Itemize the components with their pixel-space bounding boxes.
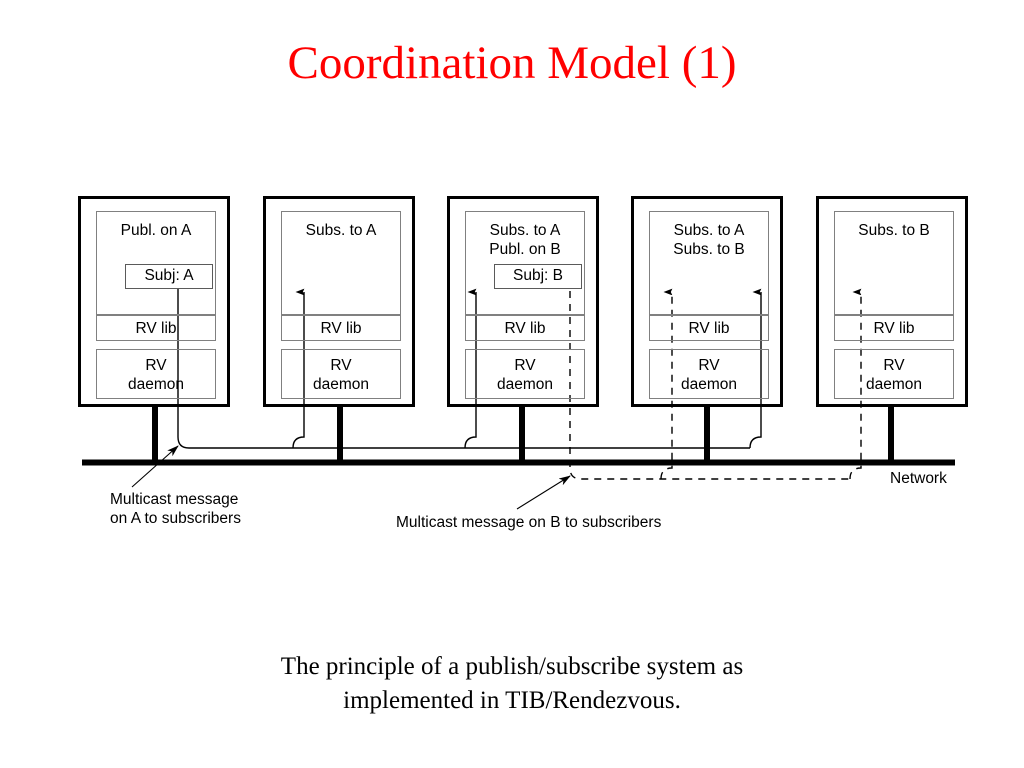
node-3-daemon-panel: RV daemon xyxy=(465,349,585,399)
node-3-daemon-line-1: RV xyxy=(514,357,536,374)
node-1-lib-panel: RV lib xyxy=(96,315,216,341)
node-5-app-line-1: Subs. to B xyxy=(858,222,930,239)
node-2-lib-panel: RV lib xyxy=(281,315,401,341)
caption-line-1: The principle of a publish/subscribe sys… xyxy=(280,653,744,680)
node-4-lib-panel: RV lib xyxy=(649,315,769,341)
node-2-app-panel: Subs. to A xyxy=(281,211,401,315)
caption-line-2: implemented in TIB/Rendezvous. xyxy=(343,687,681,714)
annotation-leaders xyxy=(131,445,571,510)
node-4-app-line-2: Subs. to B xyxy=(673,241,745,258)
node-5-daemon-line-1: RV xyxy=(883,357,905,374)
node-1-app-panel: Publ. on A Subj: A xyxy=(96,211,216,315)
node-5-app-panel: Subs. to B xyxy=(834,211,954,315)
node-4-daemon-panel: RV daemon xyxy=(649,349,769,399)
node-5-lib-panel: RV lib xyxy=(834,315,954,341)
node-1[interactable]: Publ. on A Subj: A RV lib RV daemon xyxy=(78,196,230,407)
node-4[interactable]: Subs. to A Subs. to B RV lib RV daemon xyxy=(631,196,783,407)
node-5[interactable]: Subs. to B RV lib RV daemon xyxy=(816,196,968,407)
node-5-daemon-panel: RV daemon xyxy=(834,349,954,399)
message-path-a xyxy=(177,284,762,449)
node-5-daemon-line-2: daemon xyxy=(865,376,922,393)
node-2-daemon-panel: RV daemon xyxy=(281,349,401,399)
node-3[interactable]: Subs. to A Publ. on B Subj: B RV lib RV … xyxy=(447,196,599,407)
node-1-daemon-line-2: daemon xyxy=(127,376,184,393)
node-2[interactable]: Subs. to A RV lib RV daemon xyxy=(263,196,415,407)
node-1-app-line-1: Publ. on A xyxy=(120,222,192,239)
node-4-daemon-line-2: daemon xyxy=(680,376,737,393)
leader-multicast-b xyxy=(516,475,571,510)
message-a-branch-node-2 xyxy=(292,292,305,449)
message-a-branch-node-4 xyxy=(749,292,762,449)
slide-caption: The principle of a publish/subscribe sys… xyxy=(162,650,862,718)
annotation-multicast-b: Multicast message on B to subscribers xyxy=(396,514,662,531)
node-4-daemon-line-1: RV xyxy=(698,357,720,374)
node-3-app-panel: Subs. to A Publ. on B Subj: B xyxy=(465,211,585,315)
node-3-lib-panel: RV lib xyxy=(465,315,585,341)
node-3-app-line-1: Subs. to A xyxy=(489,222,561,239)
node-2-daemon-line-2: daemon xyxy=(312,376,369,393)
message-path-b xyxy=(569,291,862,480)
message-a-branch-node-3 xyxy=(464,292,477,449)
node-3-daemon-line-2: daemon xyxy=(496,376,553,393)
node-1-daemon-panel: RV daemon xyxy=(96,349,216,399)
message-a-rail xyxy=(177,284,750,449)
message-b-branch-node-4 xyxy=(660,292,673,480)
annotation-multicast-a: Multicast message on A to subscribers xyxy=(110,491,241,527)
node-1-daemon-line-1: RV xyxy=(145,357,167,374)
message-b-rail xyxy=(569,291,850,480)
message-b-branch-node-5 xyxy=(849,292,862,480)
node-2-app-line-1: Subs. to A xyxy=(305,222,377,239)
page-title: Coordination Model (1) xyxy=(287,37,737,89)
node-3-subject-box[interactable]: Subj: B xyxy=(494,264,582,289)
node-1-subject-box[interactable]: Subj: A xyxy=(125,264,213,289)
node-3-app-line-2: Publ. on B xyxy=(489,241,561,258)
node-4-app-line-1: Subs. to A xyxy=(673,222,745,239)
network-bus xyxy=(82,407,955,466)
network-label: Network xyxy=(890,470,947,487)
node-4-app-panel: Subs. to A Subs. to B xyxy=(649,211,769,315)
leader-multicast-a xyxy=(131,445,179,488)
node-2-daemon-line-1: RV xyxy=(330,357,352,374)
